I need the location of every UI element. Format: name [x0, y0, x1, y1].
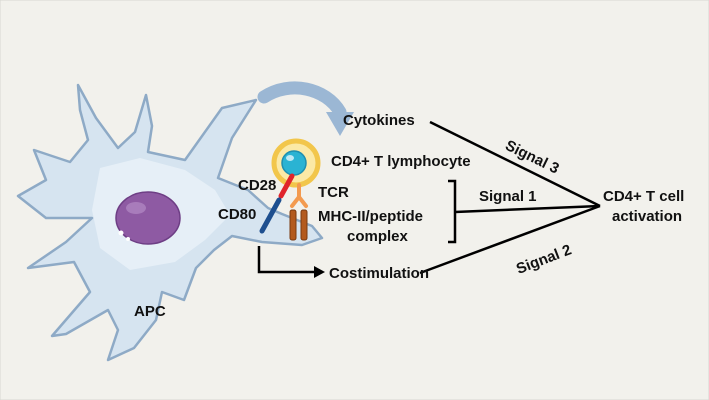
apc-nucleus-shine	[126, 202, 146, 214]
signal2-line	[419, 204, 601, 275]
costimulation-arrow-line	[257, 246, 314, 274]
t-lymphocyte	[271, 138, 321, 188]
costimulation-label: Costimulation	[329, 265, 429, 282]
apc-label: APC	[134, 303, 166, 320]
cd80-ligand	[259, 197, 282, 234]
tcr-receptor	[290, 183, 308, 208]
mhc-label-line2: complex	[347, 228, 408, 245]
tcr-label: TCR	[318, 184, 349, 201]
cd4-t-lymphocyte-label: CD4+ T lymphocyte	[331, 153, 471, 170]
signal1-line	[454, 204, 601, 214]
apc-granule	[118, 230, 124, 236]
apc-cell	[16, 83, 324, 362]
signal1-label: Signal 1	[479, 188, 537, 205]
activation-label-line2: activation	[612, 208, 683, 225]
mhc-ii-molecule	[289, 209, 308, 241]
activation-label-line1: CD4+ T cell	[603, 188, 685, 205]
cytokines-label: Cytokines	[343, 112, 415, 129]
curved-arrow-head	[326, 112, 354, 136]
signal3-line	[429, 120, 601, 208]
apc-nucleus	[115, 191, 181, 245]
cd28-label: CD28	[238, 177, 277, 194]
t-lymphocyte-shine	[286, 155, 294, 161]
cd28-receptor	[278, 173, 295, 199]
curved-arrow-shaft	[257, 81, 347, 119]
t-lymphocyte-nucleus	[281, 150, 307, 176]
cd80-label: CD80	[218, 206, 257, 223]
apc-granule	[126, 237, 130, 241]
costimulation-arrow-head	[314, 266, 325, 278]
mhc-label-line1: MHC-II/peptide	[318, 208, 423, 225]
